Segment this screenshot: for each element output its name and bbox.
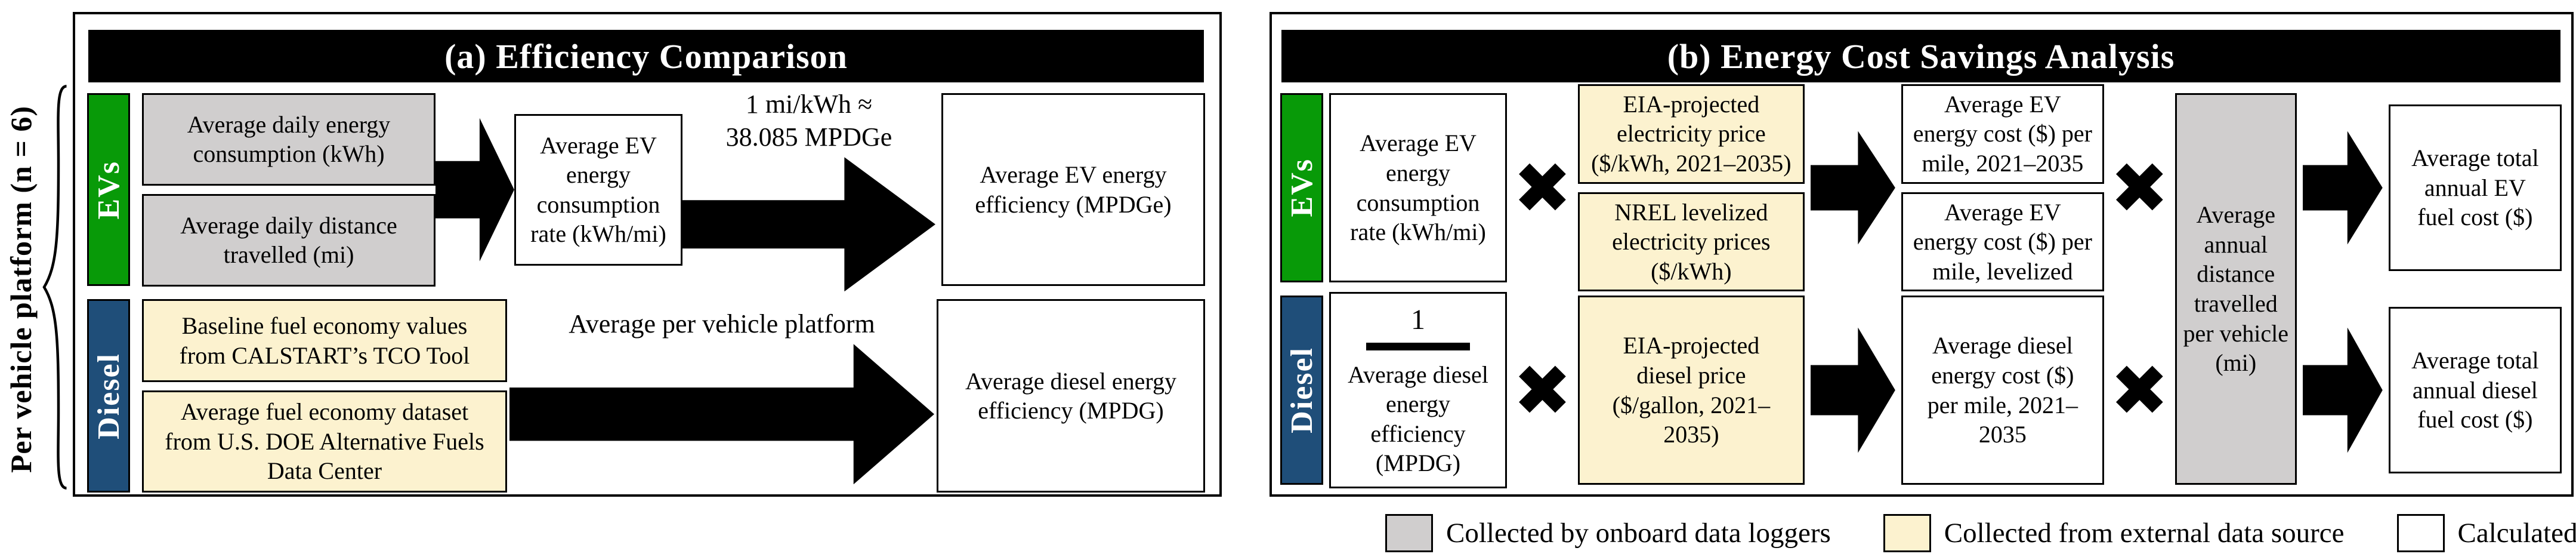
panel-b-distance-column: Average annual distance travelled per ve… <box>2175 93 2297 485</box>
panel-b-rate-column: Average EV energy consumption rate (kWh/… <box>1329 93 1507 488</box>
yellow-swatch-icon <box>1883 514 1931 552</box>
ev-daily-distance-box: Average daily distance travelled (mi) <box>142 193 435 287</box>
diesel-efficiency-output-box: Average diesel energy efficiency (MPDG) <box>937 299 1205 493</box>
curly-brace-icon <box>37 80 73 494</box>
annual-distance-box: Average annual distance travelled per ve… <box>2175 93 2297 485</box>
ev-efficiency-output-box: Average EV energy efficiency (MPDGe) <box>941 93 1205 287</box>
panel-a-efficiency-comparison: (a) Efficiency Comparison EVs Average da… <box>73 12 1222 497</box>
per-vehicle-platform-label: Per vehicle platform (n = 6) <box>1 84 41 496</box>
diesel-baseline-box: Baseline fuel economy values from CALSTA… <box>142 299 507 383</box>
ev-consumption-rate-box: Average EV energy consumption rate (kWh/… <box>514 113 682 266</box>
right-arrow-icon <box>2302 327 2383 453</box>
panel-a-title: (a) Efficiency Comparison <box>88 30 1204 82</box>
panel-a-diesel-row: Diesel Baseline fuel economy values from… <box>87 299 1205 493</box>
panel-a-ev-row: EVs Average daily energy consumption (kW… <box>87 90 1205 292</box>
legend: Collected by onboard data loggers Collec… <box>1385 511 2576 555</box>
legend-item-external: Collected from external data source <box>1883 514 2345 552</box>
panel-b-multiply-column-1: ✖ ✖ <box>1513 93 1572 485</box>
diesel-row-tag-label: Diesel <box>91 352 126 439</box>
ev-daily-energy-box: Average daily energy consumption (kWh) <box>142 93 435 186</box>
legend-external-label: Collected from external data source <box>1944 518 2345 549</box>
eia-diesel-price-box: EIA-projected diesel price ($/gallon, 20… <box>1577 296 1805 485</box>
fraction-denominator: Average diesel energy efficiency (MPDG) <box>1348 361 1488 477</box>
multiply-icon: ✖ <box>2109 146 2169 229</box>
fraction-bar <box>1366 342 1471 350</box>
nrel-electricity-price-box: NREL levelized electricity prices ($/kWh… <box>1577 192 1805 292</box>
ev-row-tag-label: EVs <box>1284 158 1319 217</box>
right-arrow-icon <box>682 157 935 292</box>
per-vehicle-platform-text: Per vehicle platform (n = 6) <box>4 106 38 473</box>
panel-b-cost-column: Average EV energy cost ($) per mile, 202… <box>1901 84 2104 485</box>
conversion-note-line2: 38.085 MPDGe <box>725 122 892 152</box>
ev-total-cost-box: Average total annual EV fuel cost ($) <box>2388 104 2562 271</box>
panel-b-price-column: EIA-projected electricity price ($/kWh, … <box>1577 84 1805 485</box>
diesel-doe-dataset-box: Average fuel economy dataset from U.S. D… <box>142 390 507 493</box>
ev-row-tag-label: EVs <box>91 160 126 219</box>
ev-input-stack: Average daily energy consumption (kWh) A… <box>142 93 435 287</box>
ev-price-stack: EIA-projected electricity price ($/kWh, … <box>1577 84 1805 292</box>
right-arrow-icon <box>2302 131 2383 245</box>
fraction-numerator: 1 <box>1411 304 1425 336</box>
ev-cost-projected-box: Average EV energy cost ($) per mile, 202… <box>1901 84 2104 184</box>
ev-cost-stack: Average EV energy cost ($) per mile, 202… <box>1901 84 2104 292</box>
multiply-icon: ✖ <box>1513 146 1572 229</box>
right-arrow-icon <box>435 118 514 261</box>
diesel-row-tag: Diesel <box>1280 296 1323 485</box>
panel-b-tags-column: EVs Diesel <box>1280 93 1323 485</box>
panel-b-arrow-column-2 <box>2302 93 2383 485</box>
right-arrow-icon <box>1810 131 1895 245</box>
right-arrow-icon <box>509 344 934 485</box>
white-swatch-icon <box>2396 514 2445 552</box>
ev-row-tag: EVs <box>87 93 130 287</box>
legend-item-onboard: Collected by onboard data loggers <box>1385 514 1831 552</box>
multiply-icon: ✖ <box>2109 349 2169 432</box>
panel-b-title: (b) Energy Cost Savings Analysis <box>1281 30 2560 82</box>
diesel-row-tag: Diesel <box>87 299 130 493</box>
panel-b-energy-cost-savings: (b) Energy Cost Savings Analysis EVs Die… <box>1270 12 2574 497</box>
eia-electricity-price-box: EIA-projected electricity price ($/kWh, … <box>1577 84 1805 184</box>
diesel-row-tag-label: Diesel <box>1284 347 1319 433</box>
ev-cost-levelized-box: Average EV energy cost ($) per mile, lev… <box>1901 192 2104 292</box>
legend-calculated-label: Calculated <box>2457 518 2576 549</box>
diesel-total-cost-box: Average total annual diesel fuel cost ($… <box>2388 307 2562 473</box>
diesel-inverse-efficiency-box: 1 Average diesel energy efficiency (MPDG… <box>1329 292 1507 488</box>
panel-b-multiply-column-2: ✖ ✖ <box>2110 93 2169 485</box>
right-arrow-icon <box>1810 327 1895 453</box>
legend-onboard-label: Collected by onboard data loggers <box>1446 518 1831 549</box>
panel-b-arrow-column-1 <box>1810 93 1895 485</box>
average-arrow-group: Average per vehicle platform <box>507 299 937 492</box>
conversion-note-line1: 1 mi/kWh ≈ <box>745 90 873 119</box>
conversion-arrow-group: 1 mi/kWh ≈ 38.085 MPDGe <box>682 90 935 292</box>
conversion-note: 1 mi/kWh ≈ 38.085 MPDGe <box>726 88 892 153</box>
diesel-input-stack: Baseline fuel economy values from CALSTA… <box>142 299 507 493</box>
legend-item-calculated: Calculated <box>2396 514 2576 552</box>
panel-b-total-column: Average total annual EV fuel cost ($) Av… <box>2388 93 2562 485</box>
ev-consumption-rate-box: Average EV energy consumption rate (kWh/… <box>1329 93 1507 282</box>
average-arrow-note: Average per vehicle platform <box>569 309 875 339</box>
multiply-icon: ✖ <box>1513 349 1572 432</box>
ev-row-tag: EVs <box>1280 93 1323 282</box>
diesel-cost-per-mile-box: Average diesel energy cost ($) per mile,… <box>1901 296 2104 485</box>
gray-swatch-icon <box>1385 514 1433 552</box>
